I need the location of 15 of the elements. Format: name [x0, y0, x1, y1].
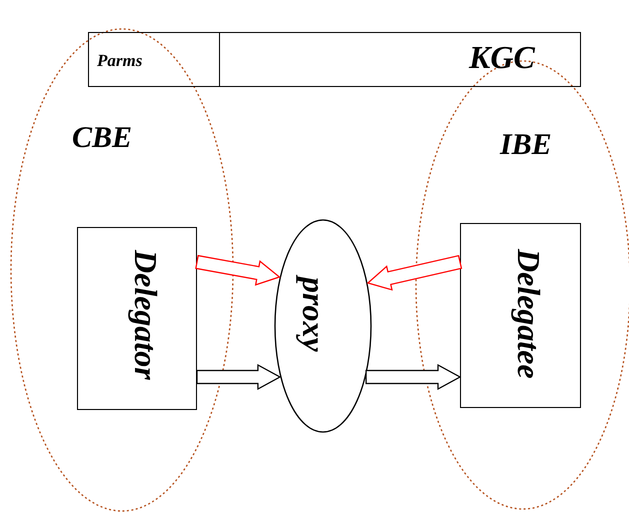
labeled-box	[460, 223, 581, 408]
block-arrow	[195, 254, 281, 286]
node-label: KGC	[469, 41, 535, 73]
block-arrow	[196, 364, 282, 390]
node-label: Delegatee	[513, 249, 545, 379]
node-label: Delegator	[130, 250, 162, 380]
block-arrow	[365, 364, 462, 390]
region-label: CBE	[72, 123, 132, 153]
dashed-ellipse	[10, 28, 234, 512]
labeled-box	[77, 227, 197, 410]
block-arrow	[366, 254, 462, 291]
region-label: IBE	[500, 130, 552, 160]
node-label: Parms	[97, 52, 142, 69]
node-label: proxy	[298, 277, 330, 352]
proxy-ellipse	[274, 219, 372, 433]
